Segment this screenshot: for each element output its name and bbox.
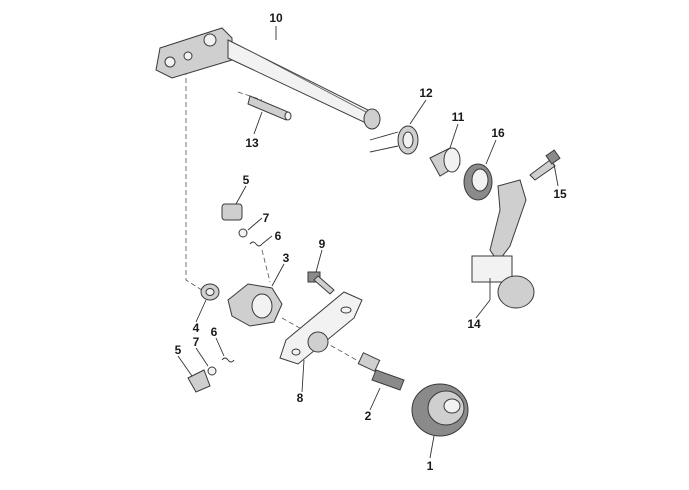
alignment-line-shaft-washer [185,70,206,293]
leader-12 [409,99,427,125]
callout-16: 16 [491,126,505,140]
callout-7-lower: 7 [193,335,200,349]
callout-10: 10 [269,11,283,25]
callout-7-upper: 7 [263,211,270,225]
leader-9 [315,249,323,273]
part-5-pawl-upper [221,203,243,221]
part-1-shift-cam [411,383,469,437]
part-3-shift-drum-segment [227,283,283,327]
leader-11 [449,123,459,149]
callout-11: 11 [452,110,465,124]
leader-4 [195,299,207,323]
part-13-pin [247,95,292,121]
callout-14: 14 [467,317,481,331]
leader-6a [261,235,273,245]
callout-4: 4 [193,321,200,335]
part-14-shift-arm [471,179,535,309]
leader-14 [475,299,491,319]
leader-7b [195,347,209,367]
leader-1 [429,435,435,459]
leader-16 [485,139,497,165]
callout-13: 13 [245,136,259,150]
part-4-washer [200,283,220,301]
part-7-pin-upper [238,228,248,238]
part-11-collar [429,147,461,177]
part-5-pawl-lower [187,369,211,393]
leader-5a [235,185,247,205]
callout-6-upper: 6 [275,229,282,243]
callout-5-upper: 5 [243,173,250,187]
part-15-bolt [529,149,561,181]
leader-3 [271,263,285,287]
leader-7a [247,217,263,231]
leader-2 [369,387,381,411]
callout-2: 2 [365,409,372,423]
part-6-spring-lower [221,357,235,363]
callout-1: 1 [427,459,434,473]
part-16-oil-seal [463,163,493,201]
callout-9: 9 [319,237,326,251]
callout-15: 15 [553,187,567,201]
part-8-guide-plate [279,291,363,365]
callout-8: 8 [297,391,304,405]
leader-8 [301,359,305,393]
callout-5-lower: 5 [175,343,182,357]
part-9-bolt [307,271,335,295]
part-7-pin-lower [207,366,217,376]
part-2-stopper-bolt [357,352,405,391]
part-10-shift-shaft [155,27,381,130]
callout-12: 12 [419,86,433,100]
alignment-line-drum [261,249,271,283]
leader-5b [177,355,193,377]
callout-3: 3 [283,251,290,265]
part-12-return-spring [369,125,419,155]
leader-13 [253,111,263,135]
leader-6b [215,337,225,357]
leader-15 [553,163,559,187]
part-6-spring-upper [249,241,263,247]
callout-6-lower: 6 [211,325,218,339]
